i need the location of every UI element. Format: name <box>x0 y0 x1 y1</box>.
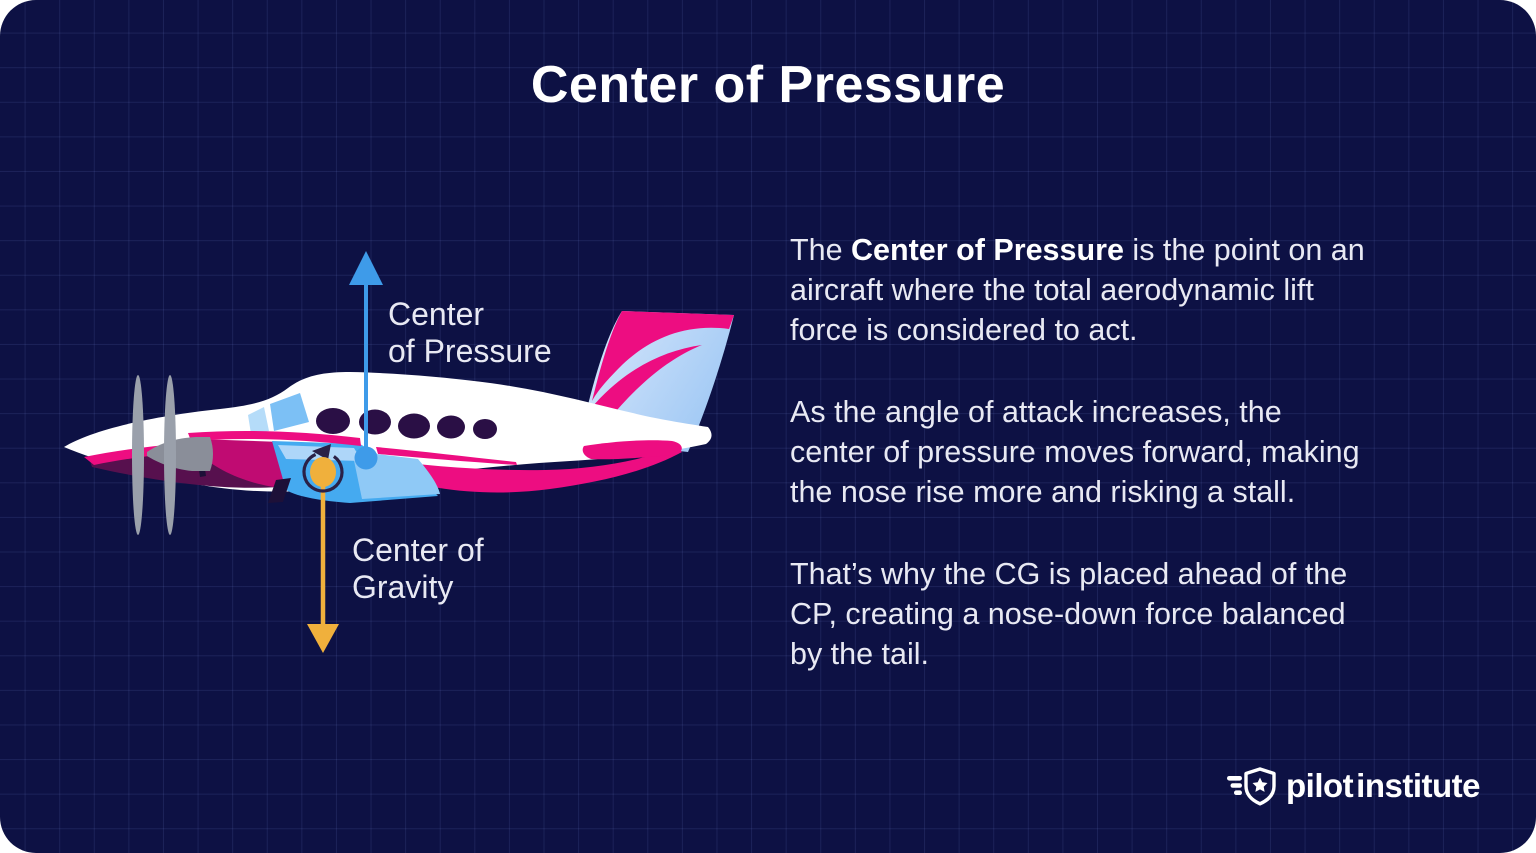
cabin-windows <box>316 408 497 439</box>
brand-part-pilot: pilot <box>1286 767 1354 804</box>
tail-fin-cap <box>592 311 734 401</box>
paragraph-3: That’s why the CG is placed ahead of the… <box>790 557 1348 671</box>
nacelle-stripe <box>188 430 361 446</box>
brand-part-institute: institute <box>1356 767 1480 804</box>
prop-blade-2 <box>164 375 176 535</box>
prop-blade-1 <box>132 375 144 535</box>
side-stripe <box>376 447 517 465</box>
cp-arrow <box>349 251 383 470</box>
paragraph-1-pre: The <box>790 233 852 267</box>
paragraph-1-bold: Center of Pressure <box>851 233 1124 267</box>
pitch-rotation-arrowhead <box>312 444 331 460</box>
flap-gap <box>268 478 291 503</box>
cg-arrow-head <box>307 624 339 653</box>
cp-point <box>354 446 378 470</box>
page-title: Center of Pressure <box>530 56 1006 114</box>
horizontal-stabilizer <box>582 440 682 460</box>
spinner <box>147 437 213 471</box>
airplane-diagram <box>64 251 734 653</box>
engine-cowl <box>196 439 288 489</box>
belly-swoosh <box>380 447 682 493</box>
pilot-institute-shield-icon <box>1227 767 1276 806</box>
center-of-gravity-label: Center of Gravity <box>352 532 484 605</box>
paragraph-1-post: is the point on an aircraft where the to… <box>790 233 1365 347</box>
paragraph-2: As the angle of attack increases, the ce… <box>790 395 1360 509</box>
center-of-pressure-label: Center of Pressure <box>388 296 552 369</box>
cockpit-window-main <box>270 393 309 431</box>
cg-point <box>310 457 336 487</box>
tail-fin-swoosh <box>584 345 702 423</box>
propeller-icon <box>132 375 213 535</box>
cp-arrow-head <box>349 251 383 285</box>
paragraph-1: The Center of Pressure is the point on a… <box>790 230 1490 350</box>
explanation-text: The Center of Pressure is the point on a… <box>790 230 1490 716</box>
cg-arrow <box>302 444 344 653</box>
cockpit-window-front <box>248 407 269 434</box>
